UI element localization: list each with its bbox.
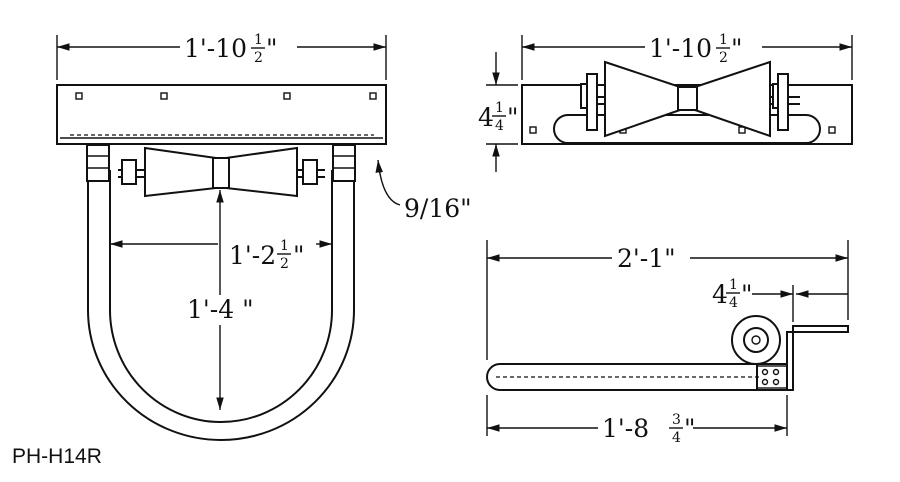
front-width-dimension: 1'-10 1 2 " xyxy=(56,32,387,80)
side-offset-dimension: 4 1 4 " xyxy=(712,277,848,322)
hole-size-label: 9/16" xyxy=(404,194,472,223)
svg-text:2: 2 xyxy=(719,50,728,66)
svg-text:1'-8: 1'-8 xyxy=(602,414,649,443)
side-bracket xyxy=(756,325,849,391)
right-bracket xyxy=(332,144,356,182)
svg-text:": " xyxy=(684,414,696,443)
svg-text:": " xyxy=(507,103,519,132)
svg-text:4: 4 xyxy=(712,280,728,309)
keel-roller xyxy=(225,146,298,198)
axle-nut xyxy=(121,159,137,185)
svg-text:1'-2: 1'-2 xyxy=(229,241,276,270)
bolt-hole xyxy=(529,126,537,134)
side-length-dimension: 2'-1" xyxy=(486,240,849,360)
axle-nut xyxy=(302,159,318,185)
side-arm-dimension: 1'-8 3 4 " xyxy=(486,395,788,446)
u-frame-outer xyxy=(87,170,355,441)
svg-text:1: 1 xyxy=(719,32,728,48)
bolt-hole xyxy=(283,92,291,100)
bolt-hole xyxy=(761,368,769,376)
bolt-hole xyxy=(828,126,836,134)
hole-leader xyxy=(375,159,401,206)
svg-text:2: 2 xyxy=(254,50,263,66)
bolt-hole xyxy=(772,368,780,376)
svg-text:": " xyxy=(293,241,305,270)
top-height-dimension: 4 1 4 " xyxy=(478,52,519,172)
svg-text:1: 1 xyxy=(280,238,289,254)
top-view xyxy=(521,60,853,145)
svg-text:1'-4 ": 1'-4 " xyxy=(187,295,254,324)
svg-text:1'-10: 1'-10 xyxy=(184,34,247,63)
svg-text:4: 4 xyxy=(478,103,494,132)
svg-text:2: 2 xyxy=(280,256,289,272)
front-mount-plate xyxy=(56,84,387,145)
svg-text:1'-10: 1'-10 xyxy=(649,34,712,63)
svg-text:": " xyxy=(741,280,753,309)
svg-text:1: 1 xyxy=(495,100,504,116)
bolt-hole xyxy=(772,378,780,386)
inner-width-dimension: 1'-2 1 2 " xyxy=(110,238,332,272)
bolt-hole xyxy=(761,378,769,386)
bolt-hole xyxy=(160,92,168,100)
svg-text:4: 4 xyxy=(729,295,738,311)
top-width-dimension: 1'-10 1 2 " xyxy=(521,32,853,80)
keel-roller xyxy=(604,60,681,138)
side-view xyxy=(486,315,849,391)
top-arm-slot xyxy=(553,114,821,144)
depth-dimension: 1'-4 " xyxy=(187,190,254,410)
keel-roller xyxy=(694,60,771,138)
svg-text:2'-1": 2'-1" xyxy=(617,244,676,273)
bolt-hole xyxy=(369,92,377,100)
part-number: PH-H14R xyxy=(12,445,102,468)
svg-text:4: 4 xyxy=(495,118,504,134)
side-arm xyxy=(486,363,788,391)
svg-text:": " xyxy=(266,34,278,63)
svg-text:": " xyxy=(731,34,743,63)
keel-roller xyxy=(144,146,217,198)
svg-text:3: 3 xyxy=(672,412,681,428)
svg-text:4: 4 xyxy=(672,430,681,446)
u-frame-inner xyxy=(109,170,333,423)
left-bracket xyxy=(86,144,110,182)
svg-text:1: 1 xyxy=(254,32,263,48)
bolt-hole xyxy=(75,92,83,100)
front-view xyxy=(56,84,401,441)
svg-text:1: 1 xyxy=(729,277,738,293)
